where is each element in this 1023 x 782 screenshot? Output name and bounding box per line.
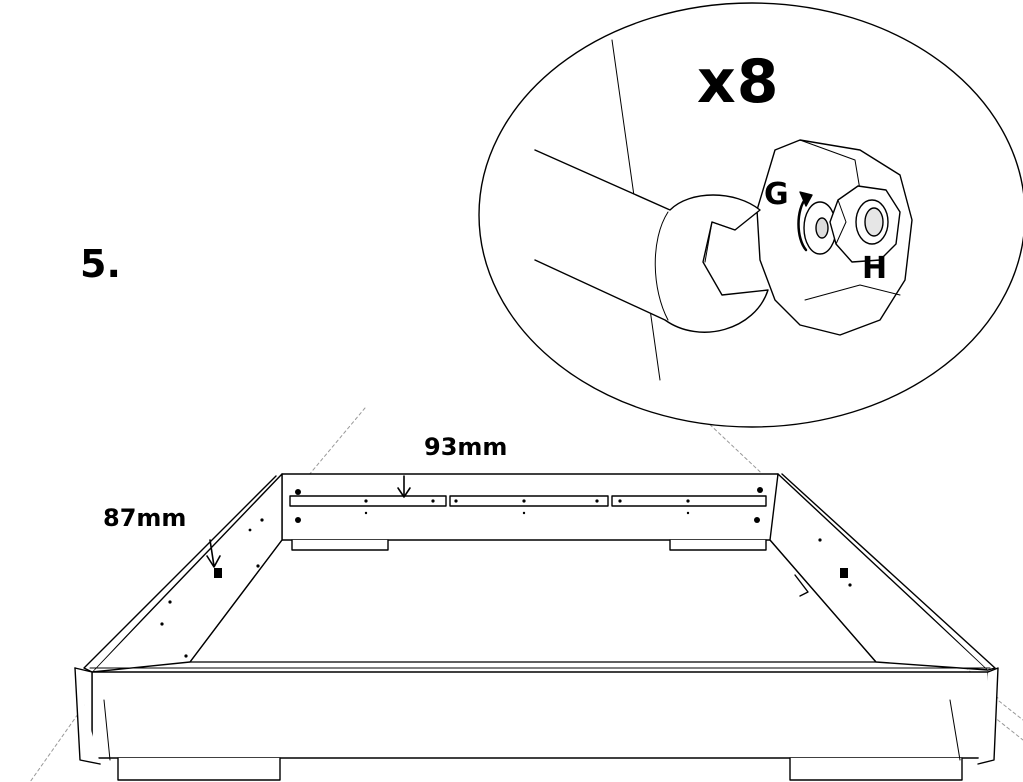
front-foot-right bbox=[789, 757, 963, 781]
part-h-label: H bbox=[862, 251, 888, 286]
side-panel-holes bbox=[160, 518, 852, 658]
side-hole-dimension: 87mm bbox=[103, 504, 187, 532]
step-number: 5. bbox=[80, 242, 121, 286]
back-rail-left bbox=[289, 495, 447, 507]
front-foot-left bbox=[117, 757, 281, 781]
wrench-icon bbox=[534, 149, 769, 333]
quantity-label: x8 bbox=[697, 47, 780, 117]
front-panel bbox=[91, 671, 989, 759]
part-g-label: G bbox=[764, 177, 789, 212]
nut-icon bbox=[829, 185, 901, 263]
back-panel-holes bbox=[295, 487, 763, 523]
frame-tray bbox=[74, 473, 999, 781]
right-side-panel bbox=[769, 473, 989, 671]
back-hole-dimension: 93mm bbox=[424, 433, 508, 461]
back-panel bbox=[281, 473, 779, 541]
callout-circle bbox=[478, 2, 1023, 428]
washer-icon bbox=[803, 201, 837, 255]
back-rail-middle bbox=[449, 495, 609, 507]
dimension-arrows bbox=[206, 475, 411, 568]
